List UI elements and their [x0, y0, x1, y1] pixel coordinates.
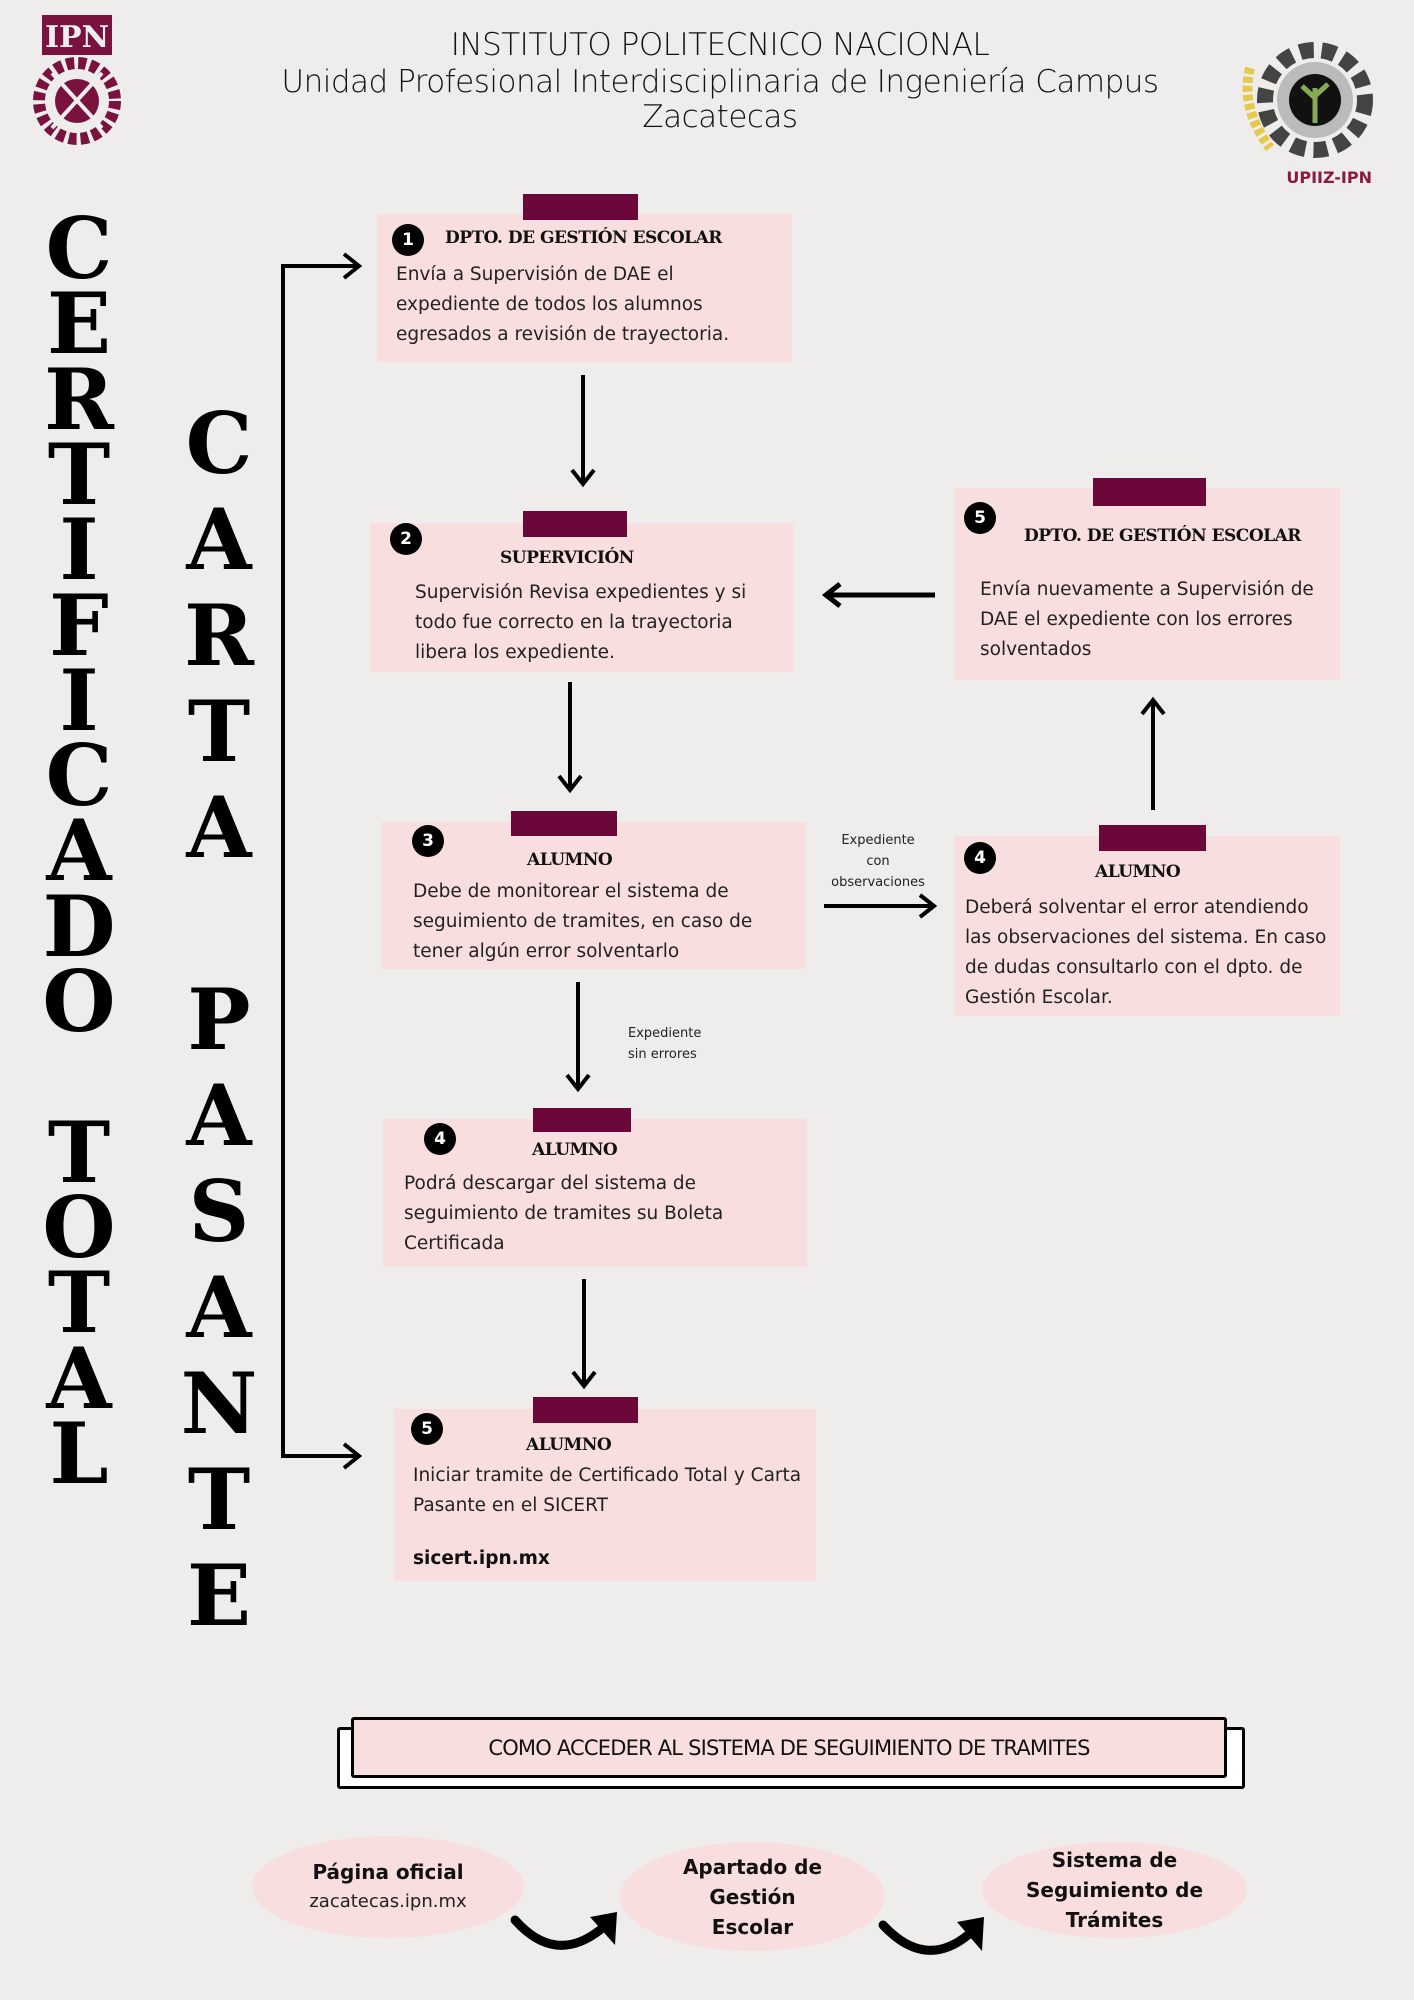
vertical-title-letter: O [42, 1177, 116, 1277]
step-title: ALUMNO [526, 1435, 612, 1455]
curved-arrow-icon [510, 1912, 984, 1955]
vertical-title-letter: P [187, 970, 251, 1069]
vertical-title-letter: T [187, 1450, 251, 1549]
arrow-5-to-2 [821, 582, 935, 608]
vertical-title-letter: A [186, 490, 252, 589]
vertical-title-letter: T [47, 1102, 111, 1202]
step-card-5-reenvio: 5 DPTO. DE GESTIÓN ESCOLAR Envía nuevame… [954, 488, 1340, 680]
vertical-title-letter: T [47, 1253, 111, 1353]
official-site-link[interactable]: zacatecas.ipn.mx [309, 1891, 467, 1912]
access-step-official-page: Página oficial zacatecas.ipn.mx [252, 1836, 524, 1938]
ipn-logo-text: IPN [45, 20, 109, 55]
vertical-title-letter: I [59, 650, 99, 750]
access-step-sistema-seguimiento: Sistema de Seguimiento de Trámites [982, 1842, 1247, 1938]
step-title: DPTO. DE GESTIÓN ESCOLAR [1024, 526, 1301, 546]
label-line: sin errores [628, 1047, 697, 1062]
vertical-title-letter: E [46, 274, 112, 374]
bracket-arrow [281, 252, 363, 1470]
step-card-5-sicert: 5 ALUMNO Iniciar tramite de Certificado … [394, 1409, 816, 1581]
arrow-4-to-5 [571, 1279, 597, 1390]
step-title: ALUMNO [532, 1140, 618, 1160]
vertical-title-letter: A [186, 1258, 252, 1357]
step-number: 5 [964, 502, 996, 534]
tape-decoration [533, 1108, 631, 1132]
vertical-title-letter: A [46, 801, 112, 901]
step-number: 4 [964, 842, 996, 874]
access-step-title: Sistema de Seguimiento de Trámites [1025, 1848, 1204, 1932]
tape-decoration [523, 511, 627, 537]
vertical-title-letter: F [49, 575, 109, 675]
label-line: con [866, 854, 890, 869]
step-number: 5 [411, 1413, 443, 1445]
step-title: SUPERVICIÓN [500, 548, 634, 568]
label-line: Expediente [841, 833, 915, 848]
vertical-title-letter: A [186, 778, 252, 877]
tape-decoration [533, 1397, 638, 1423]
arrow-2-to-3 [557, 682, 583, 794]
step-text: Deberá solventar el error atendiendo las… [965, 897, 1327, 1008]
header-institute: INSTITUTO POLITECNICO NACIONAL [450, 27, 990, 63]
step-title: ALUMNO [1095, 862, 1181, 882]
header-campus: Zacatecas [642, 99, 798, 135]
step-text: Supervisión Revisa expedientes y si todo… [415, 582, 747, 663]
tape-decoration [1093, 478, 1206, 506]
vertical-title-letter: R [184, 586, 254, 685]
tape-decoration [511, 811, 617, 836]
vertical-title-letter: N [180, 1354, 258, 1453]
vertical-title-letter: S [188, 1162, 250, 1261]
step-number: 3 [412, 825, 444, 857]
vertical-title-letter: I [59, 500, 99, 600]
tape-decoration [1099, 825, 1206, 851]
upiiz-logo: UPIIZ-IPN [1230, 38, 1378, 192]
header-unit: Unidad Profesional Interdisciplinaria de… [281, 64, 1159, 100]
access-step-title: Apartado de Gestión Escolar [682, 1854, 823, 1939]
access-title: COMO ACCEDER AL SISTEMA DE SEGUIMIENTO D… [488, 1735, 1090, 1760]
step-card-2: 2 SUPERVICIÓN Supervisión Revisa expedie… [370, 523, 793, 672]
vertical-title-letter: E [186, 1546, 252, 1645]
label-expediente-con-observaciones: Expediente con observaciones [818, 830, 938, 893]
sicert-link[interactable]: sicert.ipn.mx [413, 1548, 550, 1569]
vertical-title-letter: C [45, 726, 113, 826]
arrow-3-to-4-obs [824, 893, 938, 919]
step-number: 1 [392, 224, 424, 256]
access-step-gestion-escolar: Apartado de Gestión Escolar [620, 1842, 885, 1951]
access-banner: COMO ACCEDER AL SISTEMA DE SEGUIMIENTO D… [351, 1717, 1227, 1778]
label-line: Expediente [628, 1026, 702, 1041]
tape-decoration [523, 194, 638, 220]
vertical-title-letter: A [46, 1328, 112, 1428]
access-step-title: Página oficial [312, 1860, 464, 1884]
step-card-4-descarga: 4 ALUMNO Podrá descargar del sistema de … [383, 1119, 807, 1267]
arrow-4-to-5 [1140, 696, 1166, 810]
vertical-title-letter: T [47, 424, 111, 524]
vertical-title-letter: A [186, 1066, 252, 1165]
ipn-logo: IPN [32, 13, 126, 147]
step-number: 2 [390, 523, 422, 555]
step-text: Debe de monitorear el sistema de seguimi… [413, 881, 753, 962]
label-expediente-sin-errores: Expediente sin errores [628, 1023, 701, 1065]
step-title: DPTO. DE GESTIÓN ESCOLAR [445, 228, 722, 248]
vertical-title-letter: L [49, 1403, 109, 1503]
step-number: 4 [424, 1123, 456, 1155]
vertical-title-letter: R [44, 349, 114, 449]
vertical-title-letter: C [45, 199, 113, 298]
step-title: ALUMNO [527, 850, 613, 870]
upiiz-logo-text: UPIIZ-IPN [1286, 168, 1372, 187]
label-line: observaciones [831, 875, 925, 890]
vertical-title-letter: D [42, 876, 116, 976]
vertical-title-letter: C [185, 394, 253, 493]
step-text: Envía nuevamente a Supervisión de DAE el… [980, 579, 1314, 660]
arrow-1-to-2 [570, 375, 596, 488]
step-card-1: 1 DPTO. DE GESTIÓN ESCOLAR Envía a Super… [377, 214, 792, 362]
flow-arrows [557, 375, 1166, 1390]
vertical-title-letter: T [187, 682, 251, 781]
vertical-title-letter: O [42, 952, 116, 1051]
step-text: Envía a Supervisión de DAE el expediente… [396, 264, 730, 345]
step-text: Podrá descargar del sistema de seguimien… [404, 1173, 724, 1254]
step-card-3: 3 ALUMNO Debe de monitorear el sistema d… [381, 822, 806, 969]
step-card-4-observaciones: 4 ALUMNO Deberá solventar el error atend… [954, 836, 1340, 1016]
arrow-3-to-4-ok [565, 982, 591, 1093]
step-text: Iniciar tramite de Certificado Total y C… [413, 1465, 802, 1516]
